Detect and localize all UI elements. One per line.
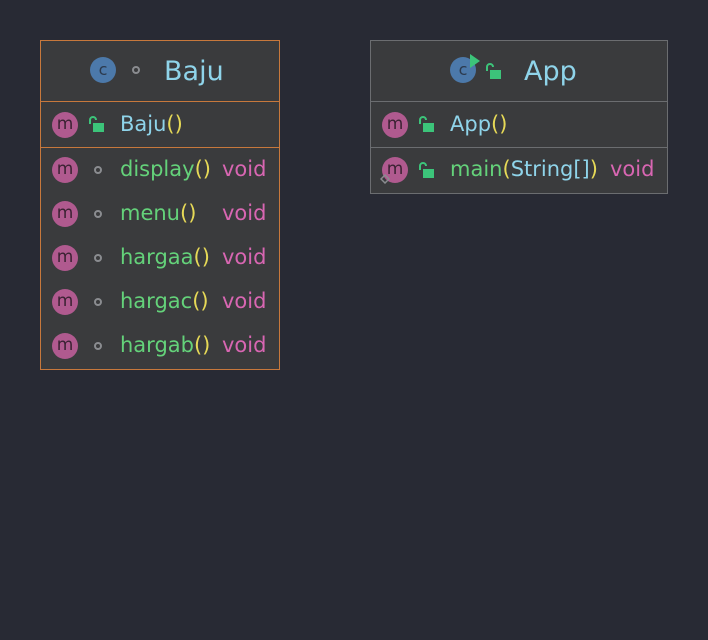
method-row[interactable]: m hargaa() void — [41, 236, 279, 280]
method-label: display() — [120, 157, 211, 181]
method-icon: m — [52, 201, 78, 227]
method-label: main(String[]) — [450, 157, 598, 181]
methods-section: m main(String[]) void — [371, 148, 667, 192]
circle-dot-icon — [94, 254, 102, 262]
class-box-app[interactable]: c App m App() m main(String[] — [370, 40, 668, 194]
method-icon: m — [52, 289, 78, 315]
return-type: void — [610, 157, 655, 181]
constructor-row[interactable]: m App() — [371, 102, 667, 147]
return-type: void — [222, 201, 267, 225]
method-label: hargac() — [120, 289, 209, 313]
constructor-section: m App() — [371, 102, 667, 148]
method-row[interactable]: m hargac() void — [41, 280, 279, 324]
class-name: Baju — [164, 56, 224, 87]
method-icon: m — [52, 157, 78, 183]
method-icon: m — [52, 112, 78, 138]
return-type: void — [222, 333, 267, 357]
method-icon: m — [382, 157, 408, 183]
circle-dot-icon — [132, 66, 140, 74]
constructor-label: Baju() — [120, 112, 183, 136]
method-row[interactable]: m hargab() void — [41, 324, 279, 368]
method-label: hargab() — [120, 333, 211, 357]
open-lock-icon — [419, 162, 434, 178]
class-header-app: c App — [371, 41, 667, 102]
open-lock-icon — [419, 116, 434, 132]
methods-section: m display() void m menu() void m hargaa(… — [41, 148, 279, 368]
class-name: App — [524, 56, 577, 87]
open-lock-icon — [486, 63, 501, 79]
return-type: void — [222, 245, 267, 269]
class-header-baju: c Baju — [41, 41, 279, 102]
circle-dot-icon — [94, 166, 102, 174]
open-lock-icon — [89, 116, 104, 132]
method-label: menu() — [120, 201, 197, 225]
return-type: void — [222, 289, 267, 313]
circle-dot-icon — [94, 342, 102, 350]
circle-dot-icon — [94, 298, 102, 306]
class-box-baju[interactable]: c Baju m Baju() m display() void m menu(… — [40, 40, 280, 370]
method-row[interactable]: m menu() void — [41, 192, 279, 236]
class-icon: c — [90, 57, 116, 83]
constructor-row[interactable]: m Baju() — [41, 102, 279, 147]
circle-dot-icon — [94, 210, 102, 218]
method-row[interactable]: m main(String[]) void — [371, 148, 667, 192]
constructor-label: App() — [450, 112, 508, 136]
constructor-section: m Baju() — [41, 102, 279, 148]
play-icon — [470, 54, 480, 68]
method-icon: m — [52, 333, 78, 359]
return-type: void — [222, 157, 267, 181]
method-icon: m — [382, 112, 408, 138]
method-label: hargaa() — [120, 245, 210, 269]
method-row[interactable]: m display() void — [41, 148, 279, 192]
override-icon — [380, 174, 390, 184]
method-icon: m — [52, 245, 78, 271]
